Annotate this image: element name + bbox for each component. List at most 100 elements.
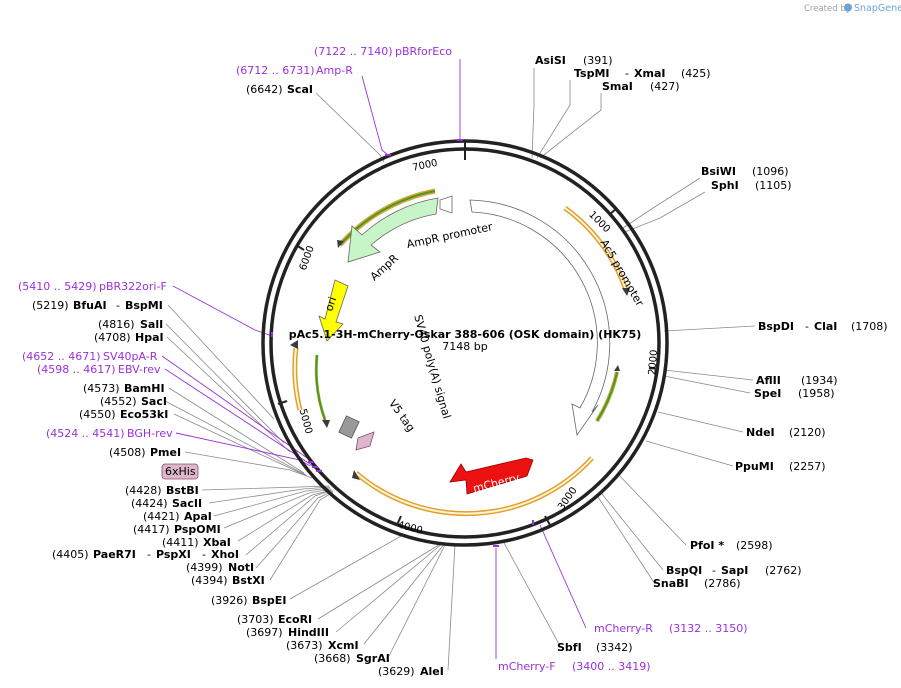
snapgene-logo-icon [844,3,852,12]
ampr-promoter-arrow[interactable] [439,195,453,214]
ampr-promoter-label: AmpR promoter [405,220,494,251]
primer-pbrforeco-name: pBRforEco [395,45,452,58]
his-tag-badge[interactable] [161,463,199,480]
site-bspdi-sep: - [805,320,809,333]
site-sphi-name[interactable]: SphI [711,179,739,192]
site-paer7i-sep: - [147,548,151,561]
site-saci-name[interactable]: SacI [141,395,167,408]
site-bspmi-name[interactable]: BspMI [125,299,163,312]
site-asisi-name[interactable]: AsiSI [535,54,566,67]
site-bfuai-name[interactable]: BfuAI [73,299,107,312]
site-ndei-pos: (2120) [789,426,826,439]
site-snabi-pos: (2786) [704,577,741,590]
site-sgrai-name[interactable]: SgrAI [356,652,390,665]
site-bamhi-pos: (4573) [83,382,120,395]
site-spei-name[interactable]: SpeI [754,387,781,400]
site-aflii-name[interactable]: AflII [756,374,781,387]
site-pspomi-pos: (4417) [133,523,170,536]
site-bsiwi-pos: (1096) [752,165,789,178]
site-sacii-pos: (4424) [131,497,168,510]
tick-label-5000: 5000 [297,408,314,435]
site-alei-name[interactable]: AleI [420,665,444,678]
site-noti-name[interactable]: NotI [228,561,254,574]
site-clai-name[interactable]: ClaI [814,320,837,333]
primer-markers [271,139,534,547]
site-hindiii-name[interactable]: HindIII [288,626,329,639]
site-bspqi-name[interactable]: BspQI [666,564,702,577]
site-hpai-pos: (4708) [94,331,131,344]
site-apai-name[interactable]: ApaI [184,510,212,523]
tick-marks [277,141,660,526]
v5-tag-box[interactable] [355,431,375,451]
sv40-box[interactable] [338,415,360,439]
site-pfoi-name[interactable]: PfoI * [690,539,724,552]
site-bspei-pos: (3926) [211,594,248,607]
ac5-promoter-label: Ac5 promoter [598,237,647,309]
site-bstbi-name[interactable]: BstBI [166,484,199,497]
site-sali-pos: (4816) [98,318,135,331]
site-xhoi-name[interactable]: XhoI [211,548,239,561]
site-sali-name[interactable]: SalI [140,318,163,331]
site-bstxi-name[interactable]: BstXI [232,574,265,587]
primer-sv40pa-pos: (4652 .. 4671) [22,350,101,363]
site-pmei-name[interactable]: PmeI [150,446,181,459]
site-ppumi-name[interactable]: PpuMI [735,460,774,473]
site-ppumi-pos: (2257) [789,460,826,473]
primer-mcherryr-name: mCherry-R [594,622,653,635]
site-hpai-name[interactable]: HpaI [135,331,164,344]
site-bamhi-name[interactable]: BamHI [124,382,165,395]
his-tag-label: 6xHis [165,465,196,478]
primer-pbrforeco-pos: (7122 .. 7140) [314,45,393,58]
ampr-label: AmpR [368,251,401,283]
site-tspmi-sep: - [625,67,629,80]
ori-label: ori [322,295,339,313]
site-pspxi-sep: - [202,548,206,561]
site-bstxi-pos: (4394) [191,574,228,587]
site-sacii-name[interactable]: SacII [172,497,202,510]
primer-ebvrev-pos: (4598 .. 4617) [37,363,116,376]
site-asisi-pos: (391) [583,54,613,67]
ori-arrow[interactable] [318,279,349,342]
tick-label-3000: 3000 [556,485,580,512]
site-sphi-pos: (1105) [755,179,792,192]
primer-mcherryr-pos: (3132 .. 3150) [669,622,748,635]
primer-ampr-pos: (6712 .. 6731) [236,64,315,77]
site-pspomi-name[interactable]: PspOMI [174,523,221,536]
site-smai-pos: (427) [650,80,680,93]
site-snabi-name[interactable]: SnaBI [653,577,689,590]
site-sbfi-name[interactable]: SbfI [557,641,582,654]
site-alei-pos: (3629) [378,665,415,678]
primer-sv40pa-name: SV40pA-R [103,350,158,363]
site-tspmi-name[interactable]: TspMI [574,67,610,80]
site-bsiwi-name[interactable]: BsiWI [701,165,736,178]
site-eco53ki-pos: (4550) [79,408,116,421]
site-xmai-name[interactable]: XmaI [634,67,665,80]
ac5-promoter-arrow[interactable] [469,199,611,437]
site-xbai-name[interactable]: XbaI [203,536,231,549]
credit-brand: SnapGene [854,3,901,14]
site-apai-pos: (4421) [143,510,180,523]
site-bfuai-sep: - [116,299,120,312]
mcherry-arrow[interactable] [449,457,534,495]
site-bspdi-name[interactable]: BspDI [758,320,794,333]
site-bspei-name[interactable]: BspEI [252,594,286,607]
v5-tag-label: V5 tag [386,397,417,434]
site-eco53ki-name[interactable]: Eco53kI [120,408,168,421]
site-clai-pos: (1708) [851,320,888,333]
site-bstbi-pos: (4428) [125,484,162,497]
ampr-arrow[interactable] [347,197,439,263]
site-xcmi-name[interactable]: XcmI [328,639,359,652]
site-paer7i-name[interactable]: PaeR7I [93,548,136,561]
site-pspxi-name[interactable]: PspXI [156,548,191,561]
site-sbfi-pos: (3342) [596,641,633,654]
site-bspqi-sep: - [712,564,716,577]
site-xmai-pos: (425) [681,67,711,80]
site-ndei-name[interactable]: NdeI [746,426,775,439]
primer-ampr-name: Amp-R [316,64,353,77]
site-xbai-pos: (4411) [162,536,199,549]
site-sapi-name[interactable]: SapI [721,564,748,577]
site-scai-name[interactable]: ScaI [287,83,313,96]
site-ecori-name[interactable]: EcoRI [278,613,312,626]
site-smai-name[interactable]: SmaI [602,80,633,93]
